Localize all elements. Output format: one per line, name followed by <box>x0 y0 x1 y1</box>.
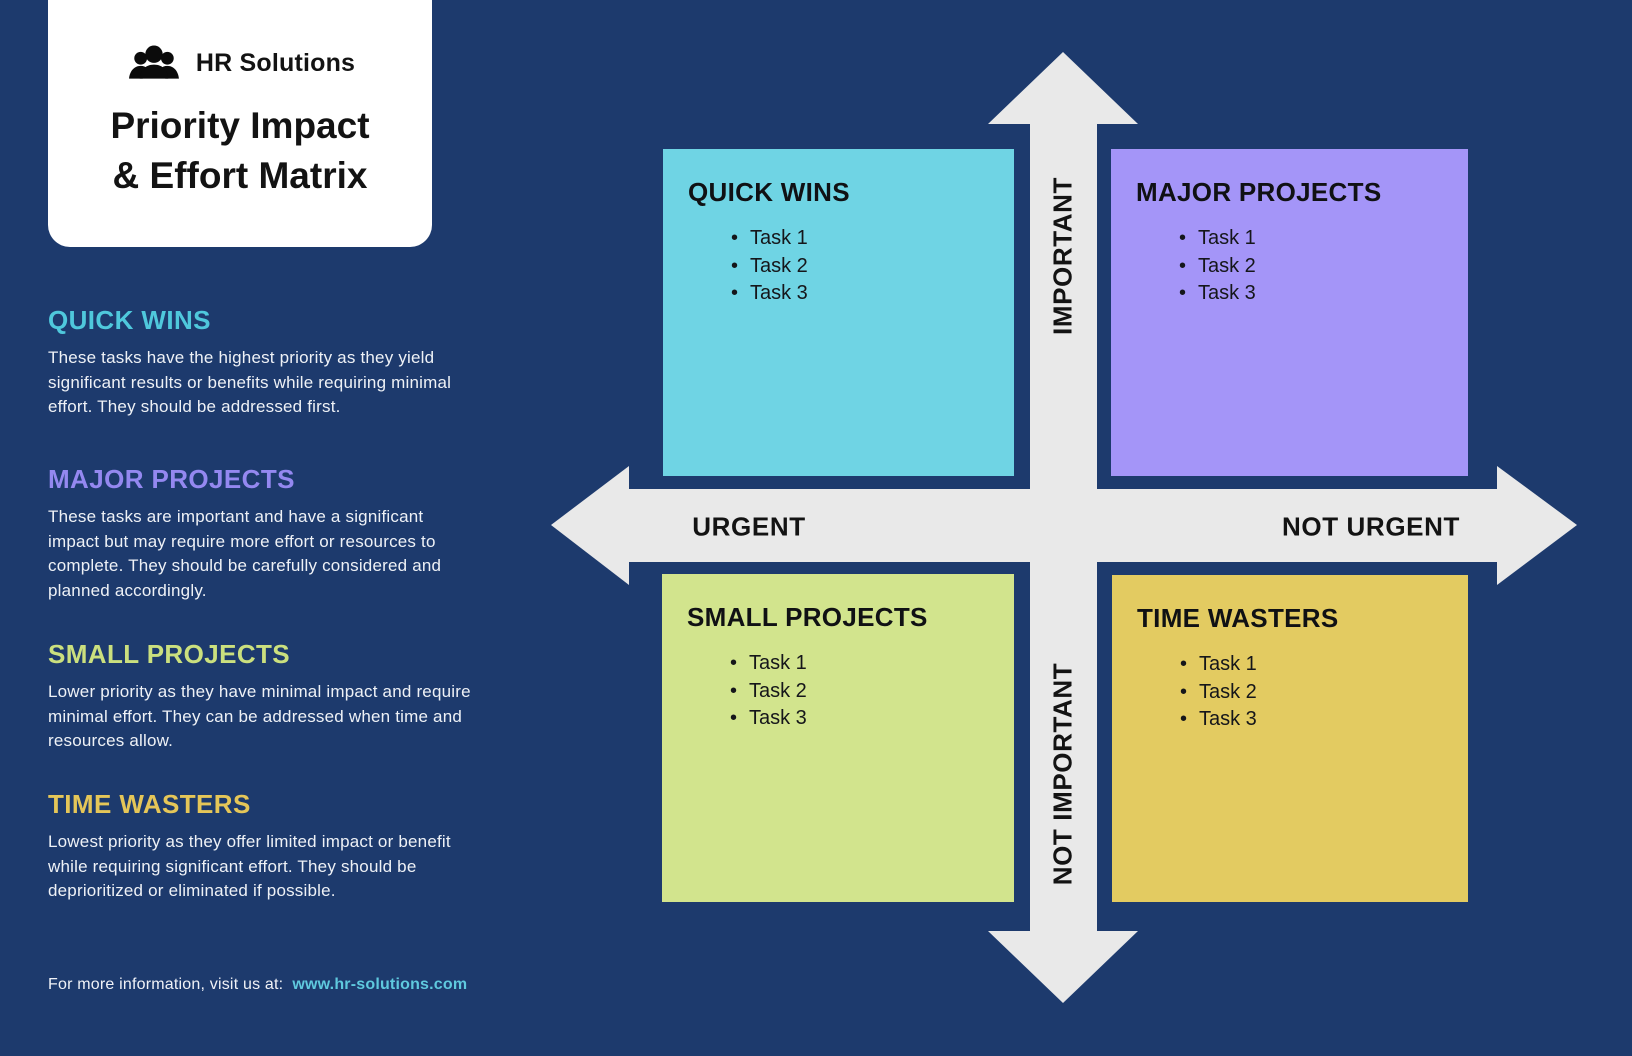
sidebar-section-quick-wins: QUICK WINS These tasks have the highest … <box>48 305 473 420</box>
sidebar-body-quick-wins: These tasks have the highest priority as… <box>48 348 452 416</box>
quadrant-title: MAJOR PROJECTS <box>1136 177 1382 207</box>
sidebar-section-small-projects: SMALL PROJECTS Lower priority as they ha… <box>48 639 473 754</box>
sidebar-section-time-wasters: TIME WASTERS Lowest priority as they off… <box>48 789 473 904</box>
sidebar-heading-small-projects: SMALL PROJECTS <box>48 639 291 669</box>
page-title-line2: & Effort Matrix <box>112 155 368 196</box>
task-item: Task 3 <box>730 705 994 733</box>
task-list: Task 1 Task 2 Task 3 <box>688 225 994 308</box>
quadrant-time-wasters: TIME WASTERS Task 1 Task 2 Task 3 <box>1112 575 1468 902</box>
sidebar-body-time-wasters: Lowest priority as they offer limited im… <box>48 832 451 900</box>
task-item: Task 2 <box>1180 679 1448 707</box>
sidebar-body-major-projects: These tasks are important and have a sig… <box>48 507 442 600</box>
brand-name: HR Solutions <box>195 49 356 77</box>
task-item: Task 2 <box>1179 253 1448 281</box>
arrowhead-right-icon <box>1497 466 1577 585</box>
horizontal-arrow-shaft <box>628 489 1499 562</box>
quadrant-title: TIME WASTERS <box>1137 603 1339 633</box>
task-list: Task 1 Task 2 Task 3 <box>1137 651 1448 734</box>
footer-note: For more information, visit us at: www.hr… <box>48 974 467 996</box>
quadrant-quick-wins: QUICK WINS Task 1 Task 2 Task 3 <box>663 149 1014 476</box>
task-item: Task 2 <box>730 678 994 706</box>
arrowhead-down-icon <box>988 931 1138 1003</box>
footer-text: For more information, visit us at: <box>48 976 284 993</box>
task-list: Task 1 Task 2 Task 3 <box>1136 225 1448 308</box>
page-title-line1: Priority Impact <box>110 105 370 146</box>
task-item: Task 1 <box>1179 225 1448 253</box>
quadrant-major-projects: MAJOR PROJECTS Task 1 Task 2 Task 3 <box>1111 149 1468 476</box>
task-item: Task 3 <box>731 280 994 308</box>
sidebar-body-small-projects: Lower priority as they have minimal impa… <box>48 682 471 750</box>
task-item: Task 1 <box>731 225 994 253</box>
arrowhead-up-icon <box>988 52 1138 124</box>
task-item: Task 3 <box>1180 706 1448 734</box>
quadrant-title: QUICK WINS <box>688 177 850 207</box>
page-title: Priority Impact & Effort Matrix <box>48 101 432 201</box>
arrowhead-left-icon <box>551 466 629 585</box>
people-icon <box>125 40 183 87</box>
website-link[interactable]: www.hr-solutions.com <box>292 976 468 993</box>
task-item: Task 1 <box>1180 651 1448 679</box>
task-item: Task 3 <box>1179 280 1448 308</box>
task-list: Task 1 Task 2 Task 3 <box>687 650 994 733</box>
header-card: HR Solutions Priority Impact & Effort Ma… <box>48 0 432 247</box>
sidebar-heading-time-wasters: TIME WASTERS <box>48 789 251 819</box>
sidebar-heading-major-projects: MAJOR PROJECTS <box>48 464 295 494</box>
quadrant-title: SMALL PROJECTS <box>687 602 928 632</box>
brand-row: HR Solutions <box>48 40 432 87</box>
sidebar-section-major-projects: MAJOR PROJECTS These tasks are important… <box>48 464 473 603</box>
axis-label-important: IMPORTANT <box>1047 176 1078 336</box>
sidebar-heading-quick-wins: QUICK WINS <box>48 305 211 335</box>
quadrant-small-projects: SMALL PROJECTS Task 1 Task 2 Task 3 <box>662 574 1014 902</box>
axis-label-not-urgent: NOT URGENT <box>1282 511 1460 542</box>
task-item: Task 2 <box>731 253 994 281</box>
task-item: Task 1 <box>730 650 994 678</box>
axis-label-not-important: NOT IMPORTANT <box>1047 662 1078 886</box>
axis-label-urgent: URGENT <box>692 511 806 542</box>
